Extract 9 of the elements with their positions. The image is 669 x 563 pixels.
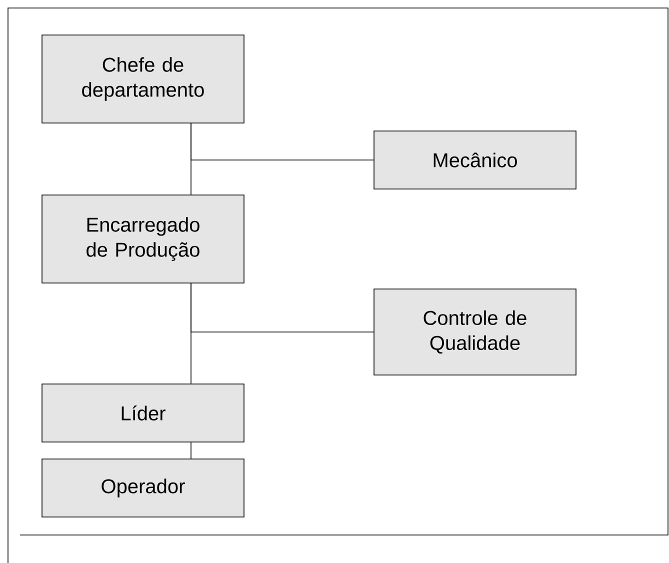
connector-line [190,122,374,160]
connector-line [190,282,374,332]
org-box: Líder [42,384,244,442]
org-box: Chefe de departamento [42,34,244,124]
org-box: Controle de Qualidade [374,288,576,376]
org-box: Mecânico [374,130,576,190]
org-box: Operador [42,458,244,518]
connector-line [190,442,192,459]
org-box: Encarregado de Produção [42,194,244,284]
